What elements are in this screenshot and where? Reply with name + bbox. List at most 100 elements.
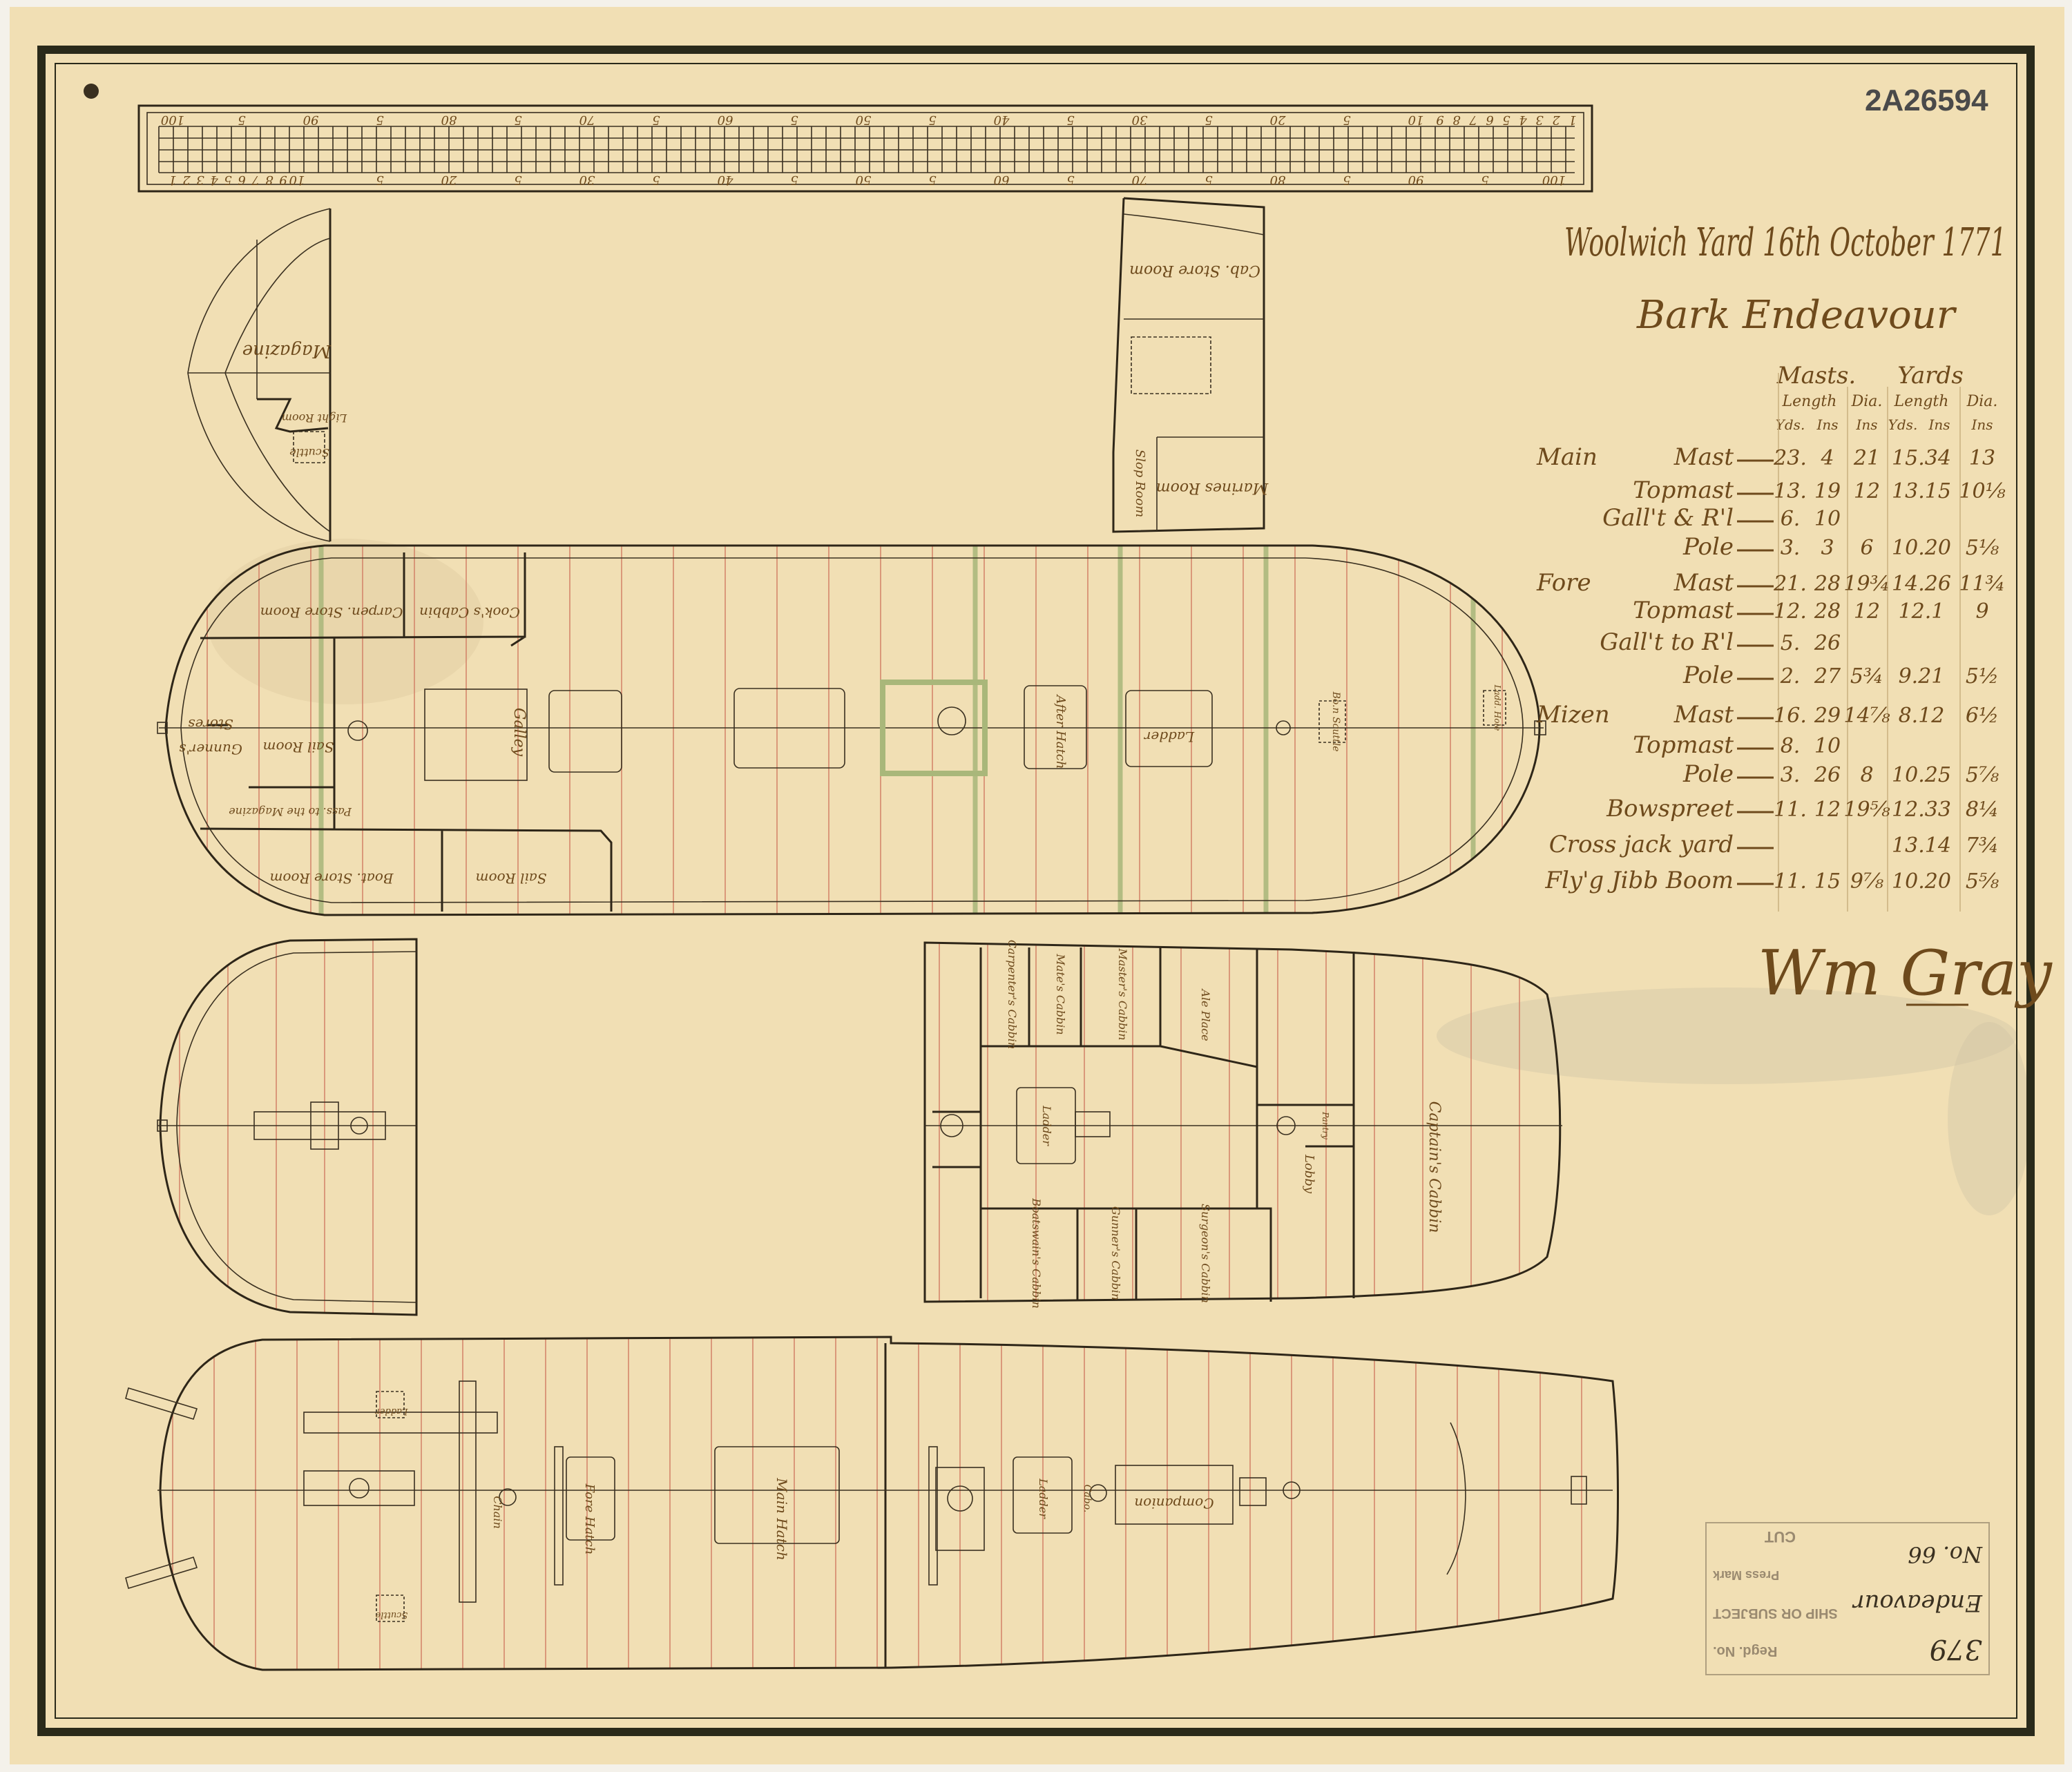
scale-label: 5 [1066,113,1074,127]
label-sail-room-2: Sail Room [476,870,547,887]
label-marines-room: Marines Room [1156,479,1269,497]
scale-label: 40 [994,113,1010,127]
scale-label: 70 [1132,173,1148,187]
label-cooks-cabbin: Cook's Cabbin [419,604,520,621]
row-group: Main [1536,443,1598,471]
stern-post [1534,720,1546,735]
label-companion: Companion [1134,1495,1214,1512]
cell-value: 3. [1781,536,1801,560]
mast-step-icon [1276,1116,1296,1135]
ladder [1013,1456,1073,1534]
stamp-box-number: No. 66 [1908,1541,1983,1568]
row-name: Fly'g Jibb Boom [1544,867,1734,894]
plan-outline [1112,197,1265,533]
mast-step-icon [940,1114,963,1137]
row-name: Pole [1682,533,1734,561]
cell-value: 6. [1781,507,1801,531]
cell-value: 9 [1975,599,1988,624]
scale-label: 5 [376,113,383,127]
scale-label: 100 [161,113,184,127]
scale-label: 90 [1408,173,1424,187]
label-carpenters-store-room: Carpen. Store Room [260,604,403,621]
scale-label: 5 [1343,113,1350,127]
cell-value: 8. [1781,734,1801,758]
main-hatch [733,688,845,769]
scale-bar-frame [137,104,1593,193]
row-name: Gall't & R'l [1602,504,1734,532]
label-cab-store-room: Cab. Store Room [1129,262,1260,279]
cell-value: 13.14 [1892,834,1951,858]
cell-value: 10.25 [1892,763,1951,787]
scale-label: 40 [718,173,734,187]
hull-line [1123,213,1265,235]
archive-number: 2A26594 [1865,84,1988,117]
row-name: Pole [1682,662,1734,689]
row-name: Mast [1673,569,1734,597]
label-boatswain-scuttle: Bo.n Scuttle [1330,691,1341,752]
deck-planking [172,1337,1582,1670]
light-room-wall [257,398,329,433]
scale-label: 80 [441,113,457,127]
label-mates-cabbin: Mate's Cabbin [1054,953,1067,1034]
label-boatswains-store-room: Boat. Store Room [269,870,394,887]
scale-label: 60 [718,113,733,127]
header-mast-length: Length [1782,393,1837,410]
stamp-cut: CUT [1764,1528,1796,1545]
subheading: Bark Endeavour [1636,293,1957,338]
label-galley: Galley [510,708,528,757]
scale-label: 7 [1469,113,1477,127]
cell-value: 10⅛ [1959,479,2005,503]
scale-label: 5 [514,173,521,187]
pump [1075,1111,1111,1137]
row-name: Cross jack yard [1549,831,1734,858]
cell-value: 14⅞ [1843,704,1890,728]
cell-value: 7¾ [1966,834,1999,858]
scale-label: 70 [579,113,595,127]
capstan [937,706,966,735]
cell-value: 28 [1814,599,1841,624]
row-name: Bowspreet [1606,795,1734,822]
row-name: Pole [1682,760,1734,788]
cell-value: 3 [1821,536,1834,560]
scale-label: 20 [441,173,458,187]
cell-value: 23. [1773,446,1807,470]
label-pantry: Pantry [1321,1111,1330,1139]
scale-label: 5 [790,113,798,127]
capstan-frame [935,1467,985,1551]
signature: Wm Gray [1758,937,2053,1010]
scale-label: 5 [224,173,231,187]
scale-label: 6 [238,173,245,187]
label-after-hatch: After Hatch [1053,694,1068,769]
unit-label: Ins [1855,416,1877,433]
label-lobby: Lobby [1302,1154,1316,1194]
row-name: Mast [1673,443,1734,471]
cell-value: 29 [1814,704,1841,728]
mast-step-icon [1276,720,1291,735]
cathead-icon [125,1387,198,1420]
rudder-head [1571,1476,1587,1505]
scale-label: 4 [210,173,218,187]
stamp-press-mark: Press Mark [1712,1568,1779,1582]
scale-label: 20 [1270,113,1287,127]
label-gunners: Gunner's [179,741,242,758]
outer-border [37,46,2035,1736]
cell-value: 26 [1814,763,1841,787]
bitt-post [310,1101,339,1150]
scale-label: 5 [1066,173,1074,187]
header-yards: Yards [1897,362,1964,389]
cell-value: 28 [1814,572,1841,596]
header-yard-length: Length [1894,393,1949,410]
scale-label: 2 [182,173,191,187]
scale-label: 90 [303,113,319,127]
cathead-icon [125,1557,198,1590]
lower-deck-plan: Stores Gunner's Sail Room Pass. to the M… [157,544,1546,916]
